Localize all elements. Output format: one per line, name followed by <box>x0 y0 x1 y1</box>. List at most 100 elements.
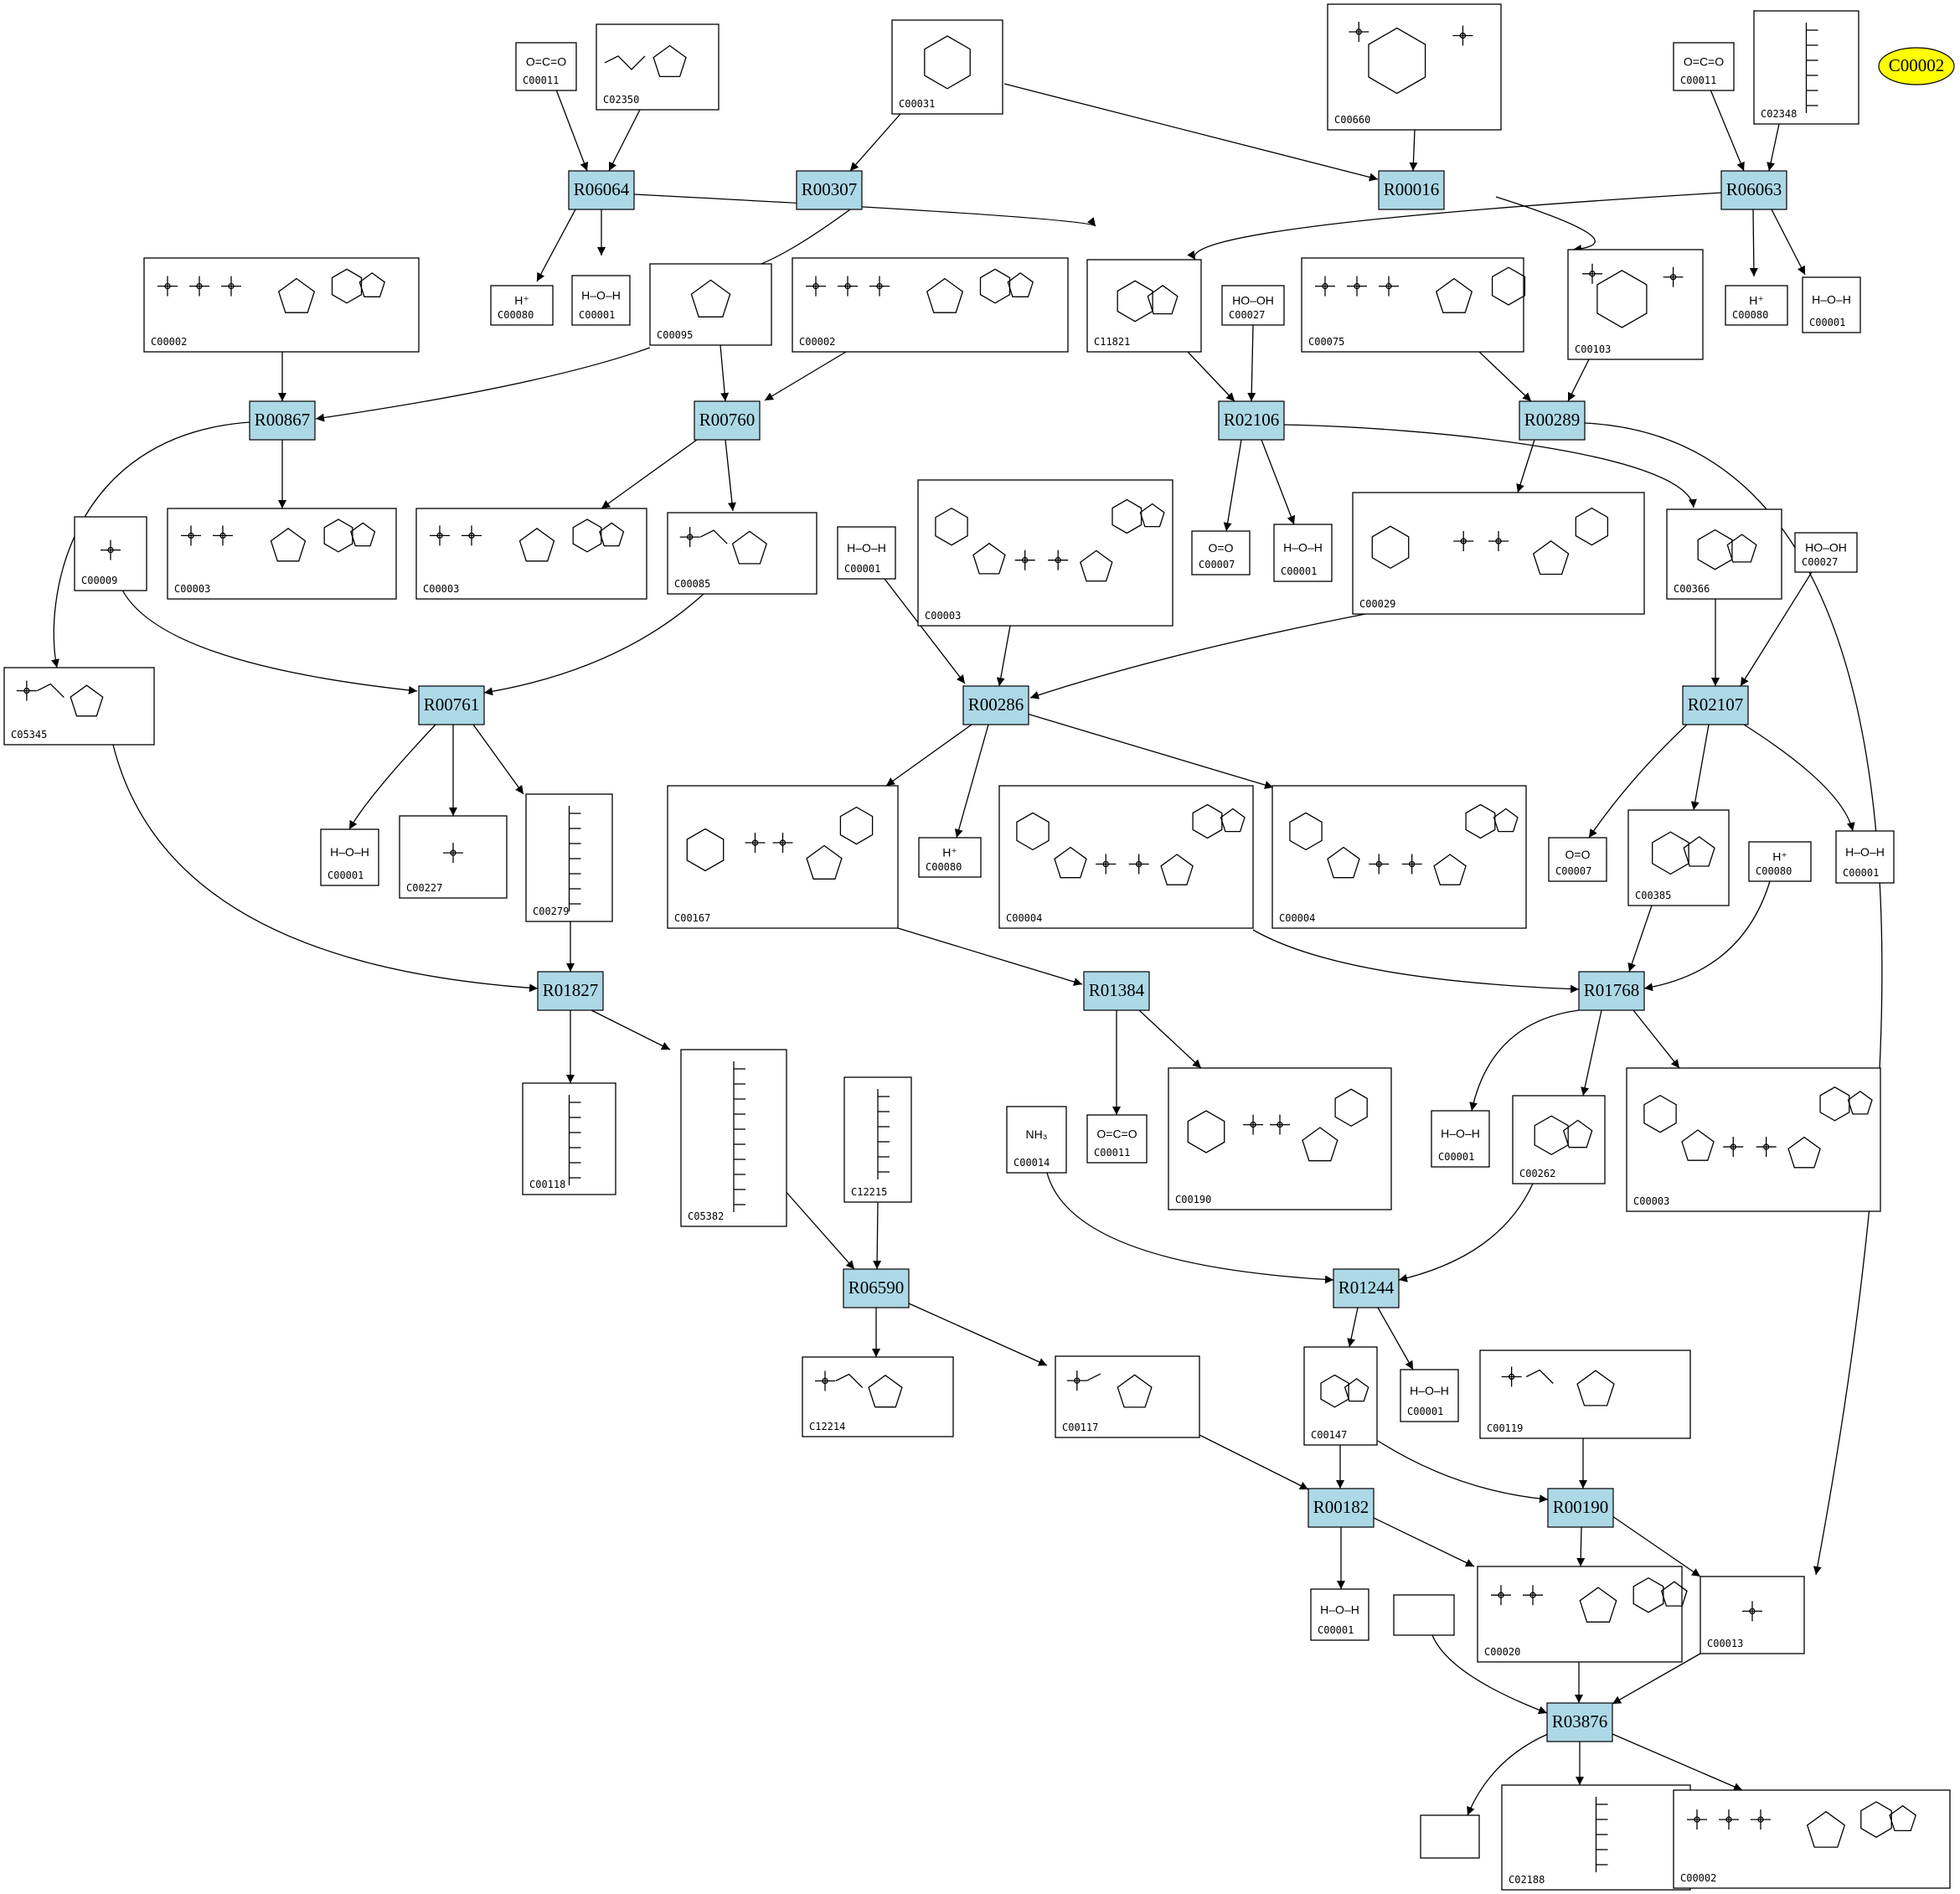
compound-box <box>1548 837 1607 882</box>
reaction-node[interactable]: R01768 <box>1578 971 1645 1011</box>
compound-node[interactable] <box>1420 1814 1480 1859</box>
compound-node[interactable]: C00262 <box>1512 1095 1606 1184</box>
compound-node[interactable]: H⁺C00080 <box>1725 285 1788 326</box>
compound-id: C00009 <box>81 575 117 586</box>
compound-node[interactable]: C00029 <box>1352 492 1645 615</box>
reaction-node[interactable]: R00190 <box>1547 1488 1614 1528</box>
compound-node[interactable]: C12214 <box>802 1356 954 1437</box>
reaction-node[interactable]: R00761 <box>418 685 485 725</box>
reaction-node[interactable]: R00016 <box>1378 170 1445 210</box>
compound-node[interactable]: C00003 <box>167 508 397 600</box>
compound-box <box>1086 259 1202 353</box>
reaction-node[interactable]: R00760 <box>694 400 761 441</box>
compound-node[interactable]: C00020 <box>1477 1566 1688 1663</box>
compound-node[interactable]: C00085 <box>667 512 818 595</box>
compound-node[interactable]: H⁺C00080 <box>490 285 554 326</box>
compound-node[interactable]: C00147 <box>1303 1346 1378 1446</box>
compound-node[interactable]: C11821 <box>1086 259 1202 353</box>
compound-node[interactable]: C00002 <box>1673 1789 1951 1889</box>
compound-node[interactable]: C00118 <box>522 1082 616 1195</box>
compound-box <box>1191 530 1251 575</box>
compound-node[interactable]: C00009 <box>74 516 147 591</box>
compound-node[interactable]: C00190 <box>1168 1067 1392 1210</box>
compound-node[interactable]: C00279 <box>525 793 613 922</box>
compound-node[interactable]: C02348 <box>1753 10 1859 125</box>
reaction-node[interactable]: R06063 <box>1720 170 1787 210</box>
compound-node[interactable]: C00002 <box>143 257 420 353</box>
compound-node[interactable] <box>1393 1594 1455 1636</box>
reaction-node[interactable]: R00286 <box>962 685 1029 725</box>
reaction-node[interactable]: R00307 <box>796 170 863 210</box>
reaction-edge <box>1409 129 1418 172</box>
compound-id: C00007 <box>1555 865 1591 877</box>
compound-node[interactable]: C00004 <box>1271 785 1527 929</box>
reaction-edge <box>1612 1733 1743 1791</box>
reaction-node[interactable]: R06064 <box>568 170 635 210</box>
reaction-edge <box>348 724 436 830</box>
compound-node[interactable]: C00103 <box>1567 249 1704 360</box>
compound-node[interactable]: C05345 <box>3 667 155 746</box>
reaction-node[interactable]: R02106 <box>1218 400 1285 441</box>
compound-node[interactable]: C00660 <box>1327 3 1502 131</box>
compound-node[interactable]: C05382 <box>680 1049 787 1227</box>
reaction-node[interactable]: R01384 <box>1083 971 1150 1011</box>
reaction-edge <box>954 724 989 839</box>
compound-node[interactable]: C00031 <box>891 19 1003 115</box>
reaction-edge <box>472 724 524 795</box>
reaction-node[interactable]: R02107 <box>1682 685 1749 725</box>
compound-node[interactable]: H⁺C00080 <box>1748 841 1812 882</box>
compound-formula: H–O–H <box>1812 293 1851 307</box>
compound-id: C05345 <box>11 729 47 741</box>
compound-node[interactable]: C00119 <box>1479 1350 1691 1439</box>
compound-node[interactable]: C00004 <box>998 785 1254 929</box>
compound-node[interactable]: C12215 <box>843 1076 912 1203</box>
reaction-node[interactable]: R01827 <box>537 971 604 1011</box>
compound-node[interactable]: C00366 <box>1666 508 1782 600</box>
reaction-box <box>1378 170 1445 210</box>
compound-node[interactable]: C02350 <box>596 23 720 111</box>
reaction-node[interactable]: R06590 <box>843 1268 910 1308</box>
compound-node[interactable]: H⁺C00080 <box>918 837 982 878</box>
reaction-label: R00867 <box>255 410 311 430</box>
highlighted-compound[interactable]: C00002 <box>1878 47 1955 85</box>
compound-node[interactable]: C00075 <box>1301 257 1526 353</box>
reaction-node[interactable]: R00289 <box>1519 400 1586 441</box>
compound-node[interactable]: C00385 <box>1627 809 1730 906</box>
compound-node[interactable]: C02188 <box>1501 1784 1691 1891</box>
compound-node[interactable]: C00013 <box>1700 1576 1805 1654</box>
compound-node[interactable]: C00167 <box>667 785 899 929</box>
compound-node[interactable]: C00227 <box>399 815 508 899</box>
reaction-edge <box>1478 351 1532 402</box>
compound-node[interactable]: C00117 <box>1055 1355 1200 1438</box>
structure-drawing <box>1643 1086 1873 1169</box>
reaction-node[interactable]: R00182 <box>1308 1488 1375 1528</box>
compound-node[interactable]: C00003 <box>917 479 1173 627</box>
structure-drawing <box>690 279 731 317</box>
reaction-edge <box>897 927 1083 986</box>
compound-node[interactable]: C00003 <box>1626 1067 1881 1212</box>
compound-box <box>1168 1067 1392 1210</box>
reaction-node[interactable]: R03876 <box>1546 1702 1613 1742</box>
reaction-node[interactable]: R00867 <box>249 400 316 441</box>
reaction-node[interactable]: R01244 <box>1333 1268 1400 1308</box>
compound-node[interactable]: C00003 <box>415 508 647 600</box>
compound-node[interactable]: C00095 <box>649 263 772 346</box>
compound-node[interactable]: C00002 <box>792 257 1069 353</box>
